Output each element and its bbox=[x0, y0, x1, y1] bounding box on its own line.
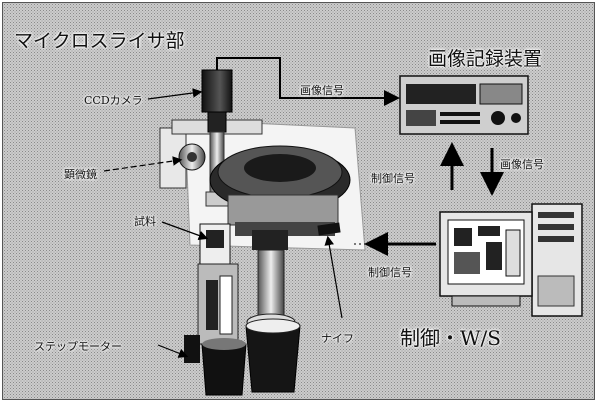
leader-stepper bbox=[157, 344, 189, 358]
sample-holder bbox=[197, 223, 239, 345]
base-cup-left bbox=[201, 343, 247, 396]
camera-cable bbox=[216, 57, 298, 99]
label-image-signal-top: 画像信号 bbox=[300, 84, 344, 97]
leader-microscope bbox=[103, 156, 183, 172]
leader-knife bbox=[324, 235, 343, 319]
label-image-signal-right: 画像信号 bbox=[500, 158, 544, 171]
label-control-signal-bottom: 制御信号 bbox=[368, 266, 412, 279]
leader-sample bbox=[161, 221, 209, 241]
stepper-motor bbox=[184, 335, 200, 363]
label-knife: ナイフ bbox=[321, 332, 354, 345]
label-control-ws: 制御・W/S bbox=[400, 326, 501, 350]
label-image-recorder: 画像記録装置 bbox=[428, 48, 543, 70]
label-ccd-camera: CCDカメラ bbox=[84, 94, 143, 107]
knife-blade bbox=[317, 222, 341, 236]
leader-ccd bbox=[147, 88, 203, 100]
central-column bbox=[246, 230, 296, 331]
label-sample: 試料 bbox=[134, 215, 156, 228]
label-control-signal-right: 制御信号 bbox=[371, 172, 415, 185]
workstation-tower bbox=[531, 203, 583, 317]
label-microscope: 顕微鏡 bbox=[64, 168, 97, 181]
label-stepper-motor: ステップモーター bbox=[34, 340, 122, 353]
workstation-monitor bbox=[439, 211, 533, 307]
base-cup-right bbox=[245, 325, 301, 393]
image-recorder-device bbox=[399, 75, 529, 135]
label-micro-slicer: マイクロスライサ部 bbox=[14, 30, 185, 52]
